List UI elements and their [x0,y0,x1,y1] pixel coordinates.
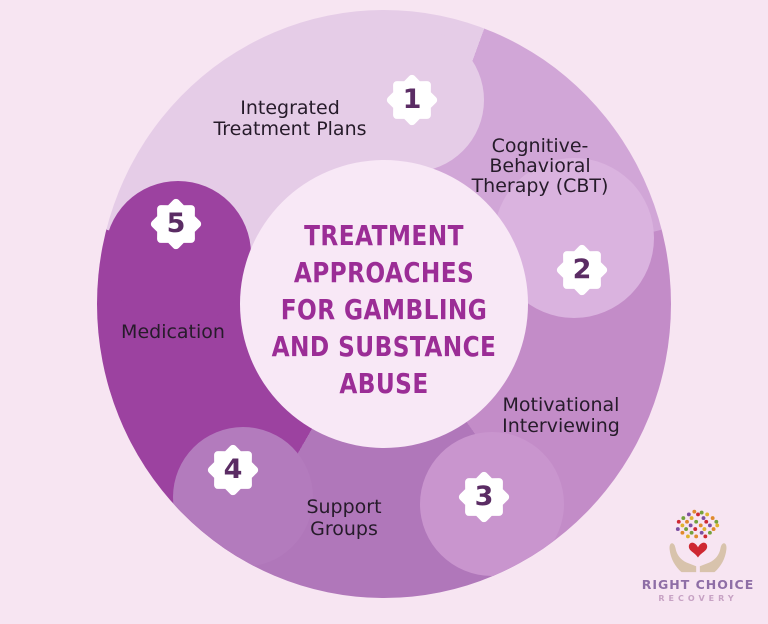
badge-3-number: 3 [474,480,494,512]
confetti-dots [675,509,720,539]
segment-label-motivational-interviewing: Motivational Interviewing [451,395,671,437]
segment-label-support-groups: Support Groups [234,496,454,540]
right-hand [699,543,727,573]
label-line: Motivational [502,394,620,416]
starburst-icon [386,74,438,126]
label-line: Interviewing [502,415,620,437]
badge-5-number: 5 [166,207,186,239]
badge-1-number: 1 [402,83,422,115]
segment-label-medication: Medication [63,321,283,343]
label-line: Behavioral [489,155,591,177]
label-line: Treatment Plans [213,118,367,140]
starburst-icon [150,198,202,250]
segment-label-cognitive-behavioral-therapy: Cognitive- Behavioral Therapy (CBT) [430,136,650,196]
badge-4-number: 4 [223,453,243,485]
left-hand [669,543,697,573]
title-line: APPROACHES [293,256,475,289]
badge-1: 1 [383,71,441,129]
title-line: FOR GAMBLING [280,293,488,326]
starburst-icon [556,244,608,296]
badge-2: 2 [553,241,611,299]
heart-icon [688,542,708,558]
center-circle [240,160,528,448]
label-line: Integrated [240,97,340,119]
label-line: Support [306,496,382,518]
segment-4-blob [173,427,313,567]
logo-name: RIGHT CHOICE [641,577,755,592]
label-line: Medication [121,321,225,343]
badge-4: 4 [204,441,262,499]
badge-3: 3 [455,468,513,526]
label-line: Therapy (CBT) [471,175,609,197]
badge-5: 5 [147,195,205,253]
title-line: TREATMENT [304,219,464,252]
title-line: ABUSE [339,367,429,400]
label-line: Groups [310,518,378,540]
swirl-ring [97,10,671,598]
segment-label-integrated-treatment-plans: Integrated Treatment Plans [180,98,400,140]
logo-subtitle: RECOVERY [658,594,738,603]
starburst-icon [207,444,259,496]
badge-2-number: 2 [572,253,592,285]
starburst-icon [458,471,510,523]
brand-logo: RIGHT CHOICE RECOVERY [628,508,768,603]
infographic-title: TREATMENT APPROACHES FOR GAMBLING AND SU… [260,217,509,402]
title-line: AND SUBSTANCE [271,330,497,363]
label-line: Cognitive- [491,135,589,157]
cupped-hands-logo-icon [669,509,727,573]
